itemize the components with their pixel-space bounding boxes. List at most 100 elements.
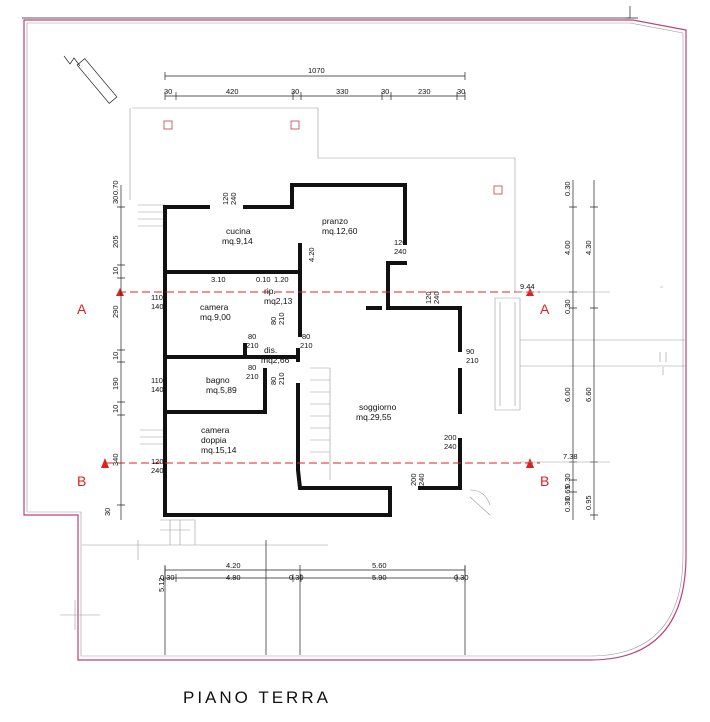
left-dim-3: 205 — [111, 235, 120, 248]
walls — [163, 183, 462, 517]
left-dim-8: 10 — [111, 405, 120, 413]
left-dim-1: 30 — [111, 196, 120, 204]
left-dim-9: 340 — [111, 453, 120, 466]
room-soggiorno: soggiorno mq.29,55 — [356, 402, 397, 422]
room-area: mq2,66 — [261, 355, 290, 365]
opening-dim: 240 — [151, 466, 164, 475]
room-pranzo: pranzo mq.12,60 — [322, 216, 358, 236]
room-camera: camera mq.9,00 — [200, 302, 231, 322]
room-area: mq2,13 — [264, 296, 293, 306]
top-dim-1: 30 — [164, 87, 172, 96]
bottom-dim-upper-1: 4.20 — [226, 561, 241, 570]
lot-boundary — [23, 19, 687, 661]
left-dim-11: 5.12 — [157, 577, 166, 592]
section-label-a-left: A — [77, 301, 87, 317]
opening-dim: 210 — [277, 312, 286, 325]
opening-dim: 1.20 — [274, 275, 289, 284]
right-dim-1: 0.30 — [563, 181, 572, 196]
right-dimension-text: 0.30 4.00 4.30 0.30 6.00 6.60 0.30 0.65 … — [520, 181, 593, 512]
opening-dim: 80 — [269, 317, 278, 325]
right-dim-6: 6.60 — [584, 387, 593, 402]
opening-dim: 80 — [248, 332, 256, 341]
opening-dim: 120 — [151, 457, 164, 466]
opening-dim: 140 — [151, 302, 164, 311]
bottom-dimension-lines — [164, 540, 466, 655]
right-dim-4: 0.30 — [563, 299, 572, 314]
opening-dim: 90 — [466, 347, 474, 356]
room-name: rip. — [264, 286, 276, 296]
opening-dim: 80 — [302, 332, 310, 341]
room-name: soggiorno — [359, 402, 397, 412]
top-dim-5: 30 — [381, 87, 389, 96]
bottom-dim-lower-1: 0.30 — [160, 573, 175, 582]
top-dim-3: 30 — [291, 87, 299, 96]
opening-dim: 120 — [394, 238, 407, 247]
room-rip: rip. mq2,13 — [264, 286, 293, 306]
room-name: cucina — [226, 226, 251, 236]
right-dim-8: 0.65 — [563, 485, 572, 500]
bottom-dim-lower-5: 0.30 — [454, 573, 469, 582]
section-line-a — [116, 288, 540, 296]
opening-dim: 210 — [277, 372, 286, 385]
left-dimension-text: 30 0.70 205 10 290 10 190 10 340 30 5.12 — [103, 180, 166, 592]
opening-dim: 120 — [221, 192, 230, 205]
room-area: mq.9,14 — [222, 236, 253, 246]
left-dim-4: 10 — [111, 267, 120, 275]
opening-dim: 80 — [248, 363, 256, 372]
opening-dim: 240 — [229, 192, 238, 205]
right-dim-5: 6.00 — [563, 387, 572, 402]
right-dim-10: 0.95 — [584, 495, 593, 510]
right-dim-11: 9.44 — [520, 282, 535, 291]
context-lines — [60, 107, 686, 630]
right-dim-7: 0.30 — [563, 473, 572, 488]
opening-dim: 210 — [466, 356, 479, 365]
top-dim-total: 1070 — [308, 66, 325, 75]
bottom-dim-lower-2: 4.80 — [226, 573, 241, 582]
left-dim-2: 0.70 — [111, 180, 120, 195]
opening-dim: 210 — [300, 341, 313, 350]
room-area: mq.15,14 — [201, 445, 237, 455]
opening-dim: 240 — [432, 291, 441, 304]
left-dim-10: 30 — [103, 508, 112, 516]
room-dis: dis. mq2,66 — [261, 345, 290, 365]
left-dim-6: 10 — [111, 352, 120, 360]
opening-dim: 240 — [444, 442, 457, 451]
opening-dim: 4.20 — [307, 247, 316, 262]
right-dim-3: 4.30 — [584, 240, 593, 255]
opening-dim: 110 — [151, 293, 163, 302]
opening-dim: 3.10 — [211, 275, 226, 284]
opening-dim: 200 — [444, 433, 457, 442]
right-dim-2: 4.00 — [563, 240, 572, 255]
opening-dim: 120 — [424, 291, 433, 304]
opening-dim: 80 — [269, 377, 278, 385]
opening-dim: 240 — [394, 247, 407, 256]
right-dim-9: 0.30 — [563, 497, 572, 512]
room-name: camera — [200, 302, 229, 312]
bottom-dim-lower-4: 5.90 — [372, 573, 387, 582]
opening-dim: 0.10 — [256, 275, 271, 284]
bottom-dim-lower-3: 0.30 — [289, 573, 304, 582]
top-dim-6: 230 — [418, 87, 431, 96]
room-name: bagno — [206, 375, 230, 385]
top-dim-4: 330 — [336, 87, 349, 96]
north-arrow-icon — [63, 55, 118, 104]
opening-dim: 210 — [246, 341, 259, 350]
opening-dim: 200 — [409, 473, 418, 486]
drawing-title: PIANO TERRA — [183, 688, 331, 707]
section-label-b-right: B — [540, 473, 549, 489]
room-name: pranzo — [322, 216, 348, 226]
right-dimension-lines — [515, 180, 610, 520]
left-dimension-lines — [117, 185, 125, 520]
room-area: mq.12,60 — [322, 226, 358, 236]
opening-dim: 140 — [151, 385, 164, 394]
opening-dim: 210 — [246, 372, 259, 381]
left-dim-7: 190 — [111, 377, 120, 390]
room-area: mq.9,00 — [200, 312, 231, 322]
bottom-dim-upper-2: 5.60 — [372, 561, 387, 570]
room-cucina: cucina mq.9,14 — [222, 226, 253, 246]
room-bagno: bagno mq.5,89 — [206, 375, 237, 395]
top-dimension-lines — [164, 72, 466, 100]
room-camera-doppia: camera doppia mq.15,14 — [201, 425, 237, 455]
right-dim-12: 7.38 — [563, 452, 578, 461]
